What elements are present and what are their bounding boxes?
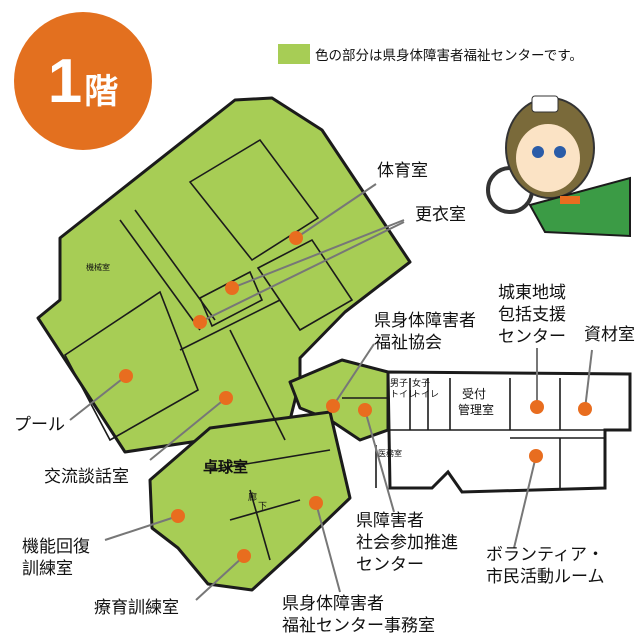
label-office-line1: 県身体障害者: [282, 594, 384, 614]
label-social-center: 県障害者 社会参加推進 センター: [356, 510, 458, 576]
label-jotoh: 城東地域 包括支援 センター: [498, 282, 566, 348]
label-rehab: 機能回復 訓練室: [22, 536, 90, 580]
label-volunteer: ボランティア・ 市民活動ルーム: [486, 544, 605, 588]
marker-pool: [119, 369, 133, 383]
map-label-women-wc-2: トイレ: [412, 390, 439, 400]
map-label-men-wc-2: トイレ: [390, 390, 417, 400]
label-jotoh-line3: センター: [498, 327, 566, 347]
map-label-pingpong: 卓球室: [203, 458, 248, 476]
label-association-line2: 福祉協会: [374, 333, 442, 353]
label-therapy: 療育訓練室: [94, 598, 179, 618]
floor-number: 1: [47, 46, 83, 116]
floor-suffix: 階: [84, 71, 119, 112]
label-volunteer-line2: 市民活動ルーム: [486, 567, 605, 587]
marker-gym: [289, 231, 303, 245]
legend-text: 色の部分は県身体障害者福祉センターです。: [315, 48, 583, 64]
marker-locker-2: [193, 315, 207, 329]
annex: [386, 370, 632, 494]
label-volunteer-line1: ボランティア・: [486, 545, 604, 565]
marker-rehab: [171, 509, 185, 523]
marker-lounge: [219, 391, 233, 405]
map-label-men-wc-1: 男子: [390, 378, 408, 389]
label-office: 県身体障害者 福祉センター事務室: [282, 593, 435, 637]
interior-walls: [63, 138, 630, 561]
label-association: 県身体障害者 福祉協会: [374, 310, 476, 354]
label-pool: プール: [14, 415, 65, 435]
label-locker: 更衣室: [415, 205, 466, 225]
legend-swatch: [278, 44, 310, 64]
label-social-line1: 県障害者: [356, 511, 424, 531]
mascot-illustration: [486, 95, 631, 238]
marker-jotoh: [530, 400, 544, 414]
map-label-corridor-2: 下: [258, 502, 267, 512]
green-building: [36, 96, 412, 592]
marker-storage: [578, 402, 592, 416]
map-label-reception-1: 受付: [462, 387, 486, 401]
marker-volunteer: [529, 449, 543, 463]
label-jotoh-line1: 城東地域: [498, 283, 566, 303]
label-lounge: 交流談話室: [44, 467, 129, 487]
marker-association: [326, 399, 340, 413]
label-association-line1: 県身体障害者: [374, 311, 476, 331]
label-rehab-line2: 訓練室: [22, 559, 73, 579]
marker-locker-1: [225, 281, 239, 295]
map-label-women-wc-1: 女子: [412, 377, 430, 389]
marker-office: [309, 496, 323, 510]
label-storage: 資材室: [584, 325, 635, 345]
map-label-reception-2: 管理室: [458, 402, 494, 417]
label-office-line2: 福祉センター事務室: [282, 616, 435, 636]
label-rehab-line1: 機能回復: [22, 537, 90, 557]
label-social-line2: 社会参加推進: [356, 533, 458, 553]
room-markers: [119, 231, 592, 563]
label-social-line3: センター: [356, 555, 424, 575]
leader-lines: [69, 183, 593, 601]
map-label-machine-room: 機械室: [86, 262, 110, 272]
label-gym: 体育室: [377, 161, 428, 181]
label-jotoh-line2: 包括支援: [498, 305, 566, 325]
floor-badge: 1 階: [14, 12, 152, 150]
legend: 色の部分は県身体障害者福祉センターです。: [278, 44, 583, 64]
map-label-corridor-1: 廊: [248, 491, 257, 503]
map-label-medical: 医務室: [378, 448, 402, 458]
marker-social-center: [358, 403, 372, 417]
marker-therapy: [237, 549, 251, 563]
